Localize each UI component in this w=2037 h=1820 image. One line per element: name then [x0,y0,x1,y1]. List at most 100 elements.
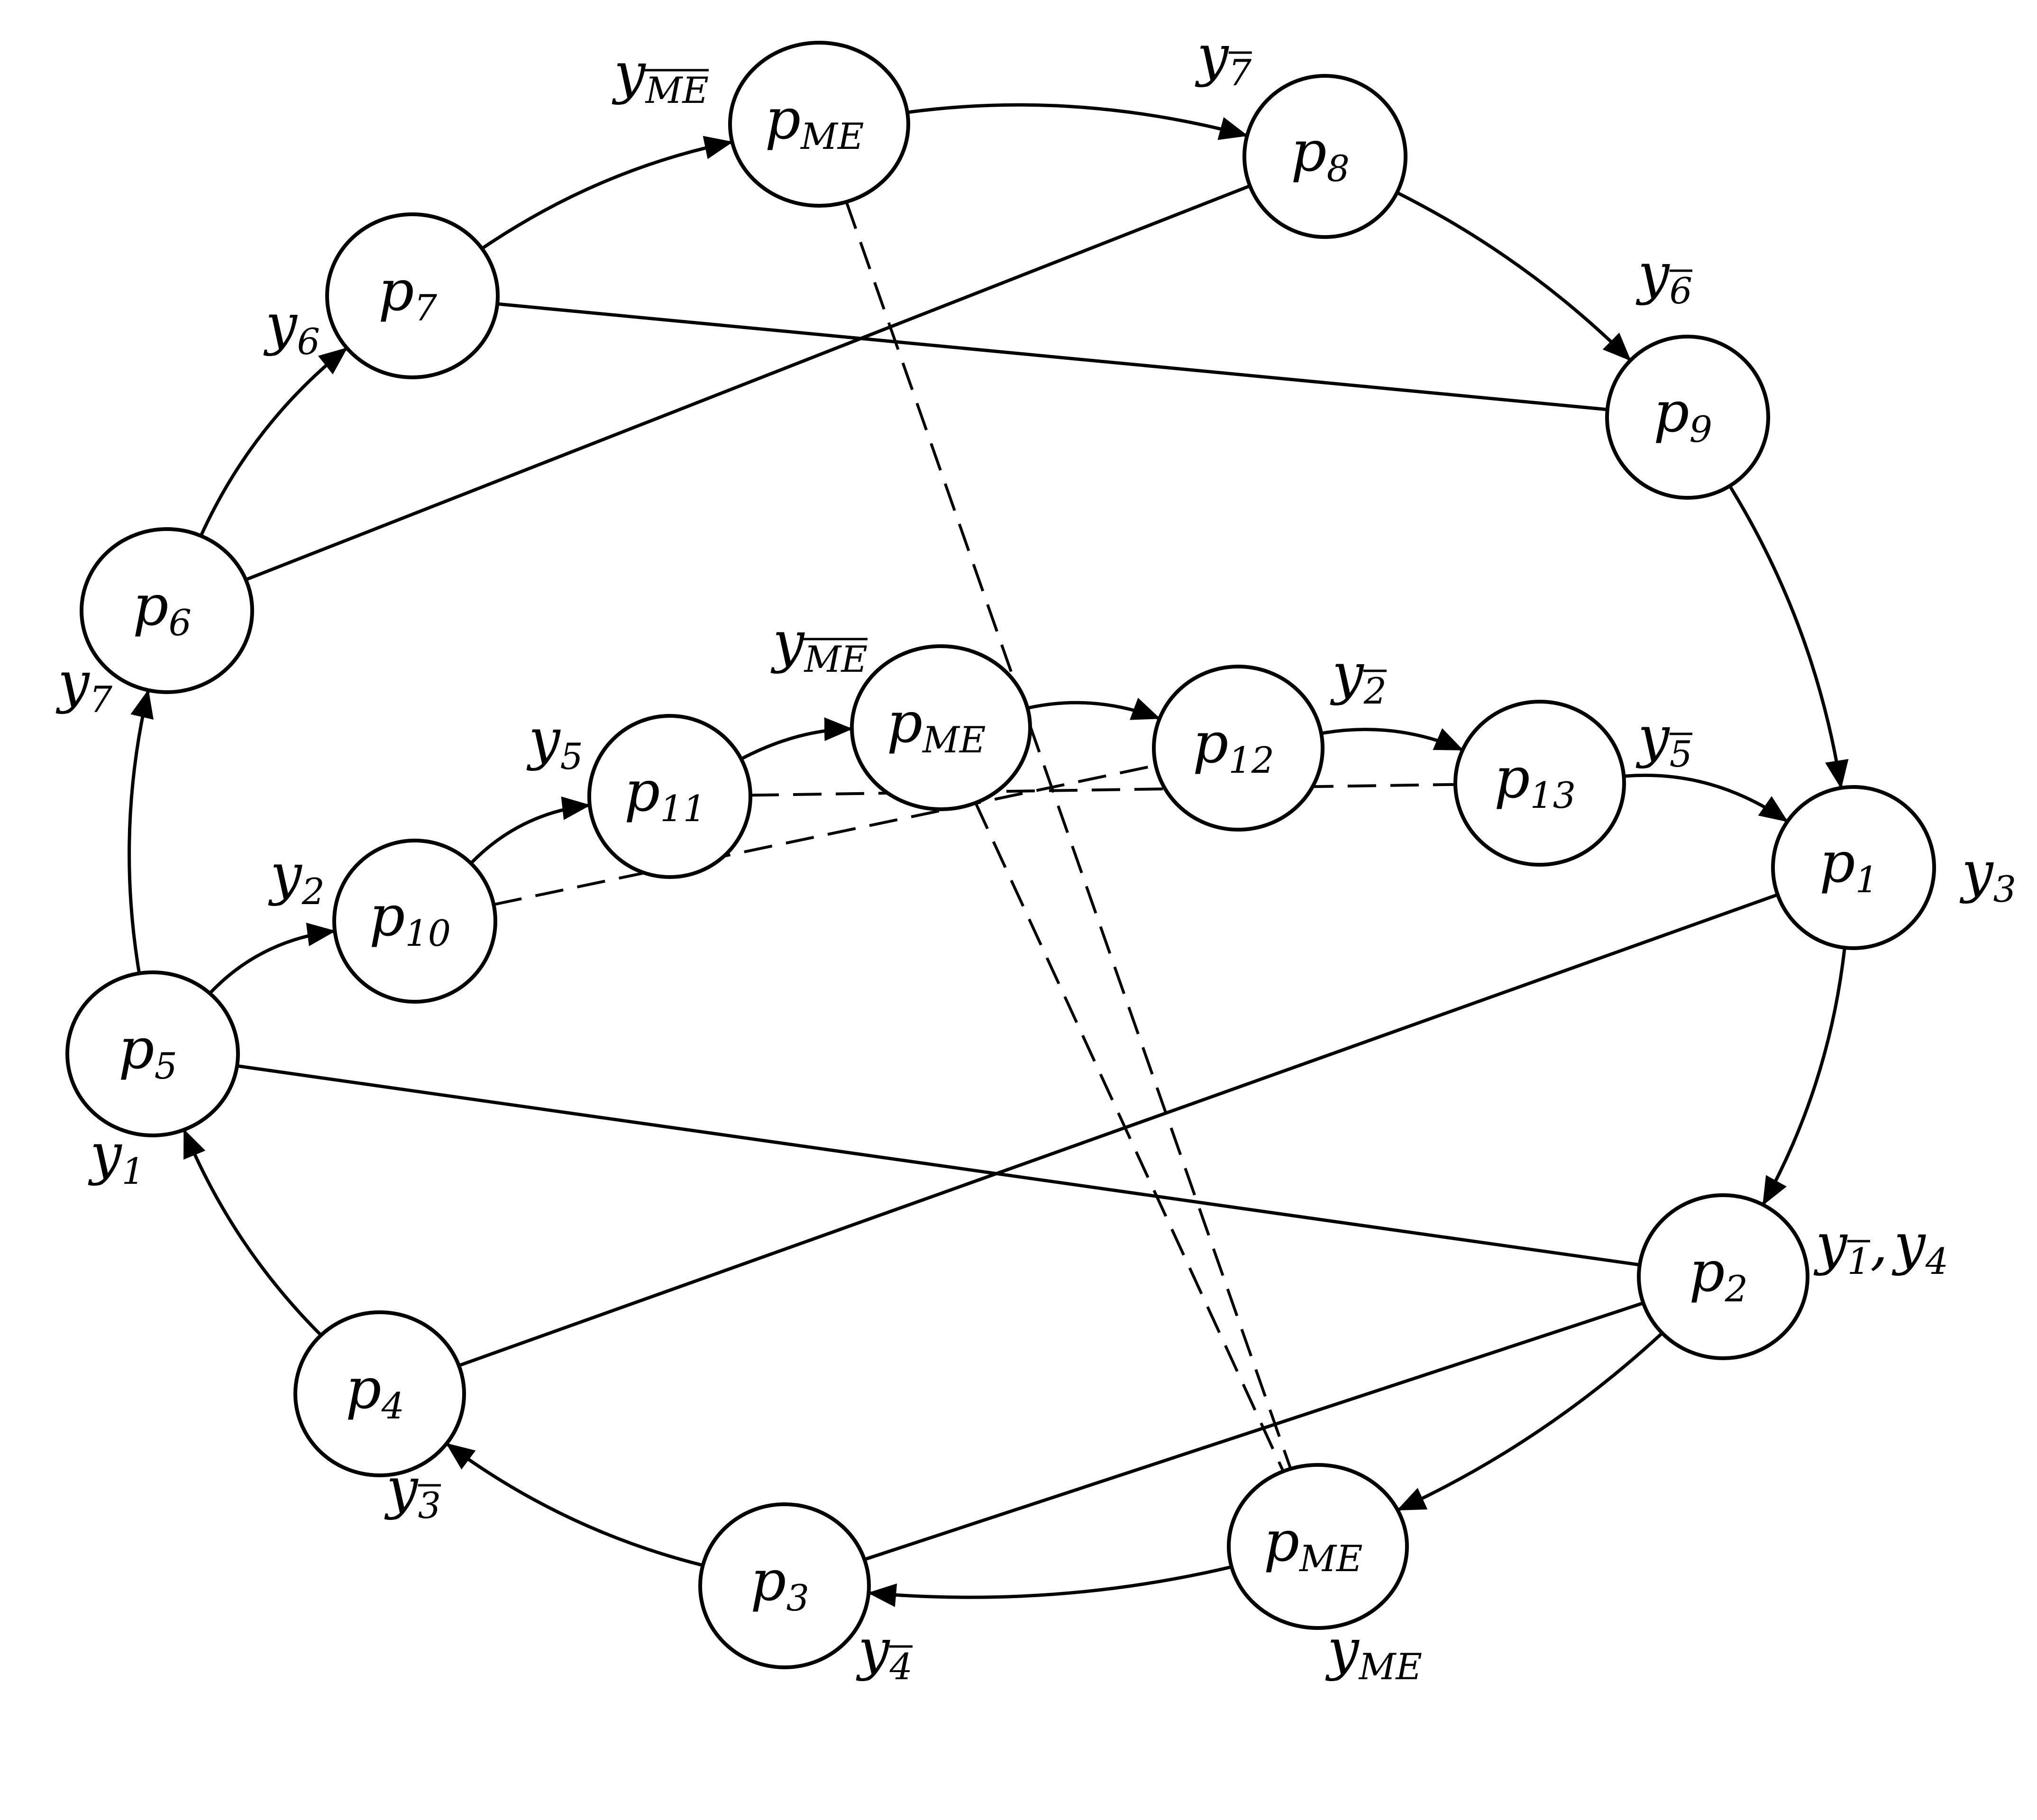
label-y_6bar: y6 [1635,241,1692,312]
edge-label: y2 [268,841,325,913]
node-circle [1637,1193,1809,1360]
edge-label: y4 [1891,1211,1948,1282]
node-label: p12 [1193,710,1274,781]
node-label: pME [1264,1509,1363,1580]
edge-p8-to-p9 [1396,191,1632,362]
node-label-subscript: 8 [1327,147,1350,190]
edge-label-separator: , [1870,1211,1888,1277]
edge-label: y6 [1635,241,1692,312]
node-label: p10 [369,883,451,954]
node-label-subscript: 4 [381,1385,404,1427]
node-label: p5 [119,1016,177,1087]
node-circle [1771,785,1936,950]
edge-p12-to-p13 [1321,728,1464,752]
label-y_3bar: y3 [384,1455,441,1527]
node-circle [587,714,752,879]
node-circle [850,644,1032,811]
edge-pME_top-to-p8 [907,103,1248,140]
edge-label-subscript: 2 [301,870,325,913]
node-label-main: p [765,86,801,152]
edge-pME_mid-to-pME_bot [974,802,1285,1472]
node-p12: p12 [1152,665,1325,832]
edge-label-subscript: 5 [1670,733,1692,775]
node-circle [65,970,240,1137]
edge-label-main: y [263,292,298,357]
edge-label-subscript: 1 [122,1150,145,1192]
edge-p2-to-pME_bot [1397,1332,1663,1512]
node-circle [80,527,254,694]
node-label-main: p [378,258,414,323]
edge-label-subscript: 7 [90,678,113,721]
edge-p11-to-pME_mid [740,717,853,760]
edge-label-subscript: ME [1358,1646,1422,1688]
edge-label-subscript: 6 [297,320,320,363]
node-label-subscript: 12 [1228,739,1274,781]
edge-label-main: y [1891,1211,1926,1277]
node-circle [325,212,500,379]
node-label-main: p [369,883,405,949]
edge-p10-to-p11 [469,796,591,865]
node-p11: p11 [587,714,752,879]
node-circle [728,41,910,208]
edge-label: y7 [1195,23,1252,94]
node-circle [1453,700,1626,867]
edge-p3-to-p4 [445,1442,703,1567]
node-label: p11 [624,759,706,830]
label-y_MEbar_top: yME [612,40,709,111]
node-circle [1605,335,1770,500]
edge-p6-to-p7 [199,347,348,537]
node-label-subscript: 10 [405,912,451,954]
node-label-main: p [119,1016,155,1081]
label-y_4bar: y4 [856,1617,913,1688]
edge-label: y3 [1959,839,2016,910]
label-y_1bar: y1, [1813,1211,1888,1282]
node-label: p13 [1494,745,1576,816]
edge-p11-to-p13 [750,783,1456,797]
edges-layer [128,103,1849,1607]
node-label-subscript: 2 [1725,1268,1748,1310]
node-p8: p8 [1242,74,1407,239]
label-y_7bar: y7 [1195,23,1252,94]
node-pME_mid: pME [850,644,1032,811]
node-label: p3 [750,1548,809,1619]
edge-label: y2 [1330,641,1387,712]
node-label: p6 [133,573,192,644]
edge-label: y7 [55,649,113,721]
label-y_3: y3 [1959,839,2016,910]
node-p4: p4 [293,1310,466,1477]
edge-p6-to-p8 [245,184,1251,581]
edge-label: yME [770,609,868,680]
edge-p4-to-p5 [182,1129,322,1336]
edge-label-main: y [1813,1211,1848,1277]
node-label: p1 [1819,830,1878,901]
edge-p1-to-p2 [1761,947,1846,1206]
edge-label-main: y [1635,241,1670,306]
node-label-subscript: ME [1298,1537,1362,1580]
label-y_ME_bot: yME [1325,1617,1422,1688]
node-p3: p3 [698,1502,871,1669]
edge-p13-to-p1 [1624,773,1789,823]
node-label-main: p [346,1356,382,1421]
edge-p3-to-p2 [864,1301,1644,1561]
node-circle [1242,74,1407,239]
node-label-main: p [750,1548,786,1613]
edge-label-subscript: 4 [1925,1240,1948,1282]
edge-p7-to-p9 [497,302,1608,412]
edge-p5-to-p6 [128,689,154,974]
label-y_7: y7 [55,649,113,721]
edge-label: y4 [856,1617,913,1688]
node-label-main: p [133,573,169,638]
node-p2: p2 [1637,1193,1809,1360]
node-label-subscript: 6 [169,602,192,644]
edge-label-subscript: 6 [1670,270,1692,312]
node-label: p7 [378,258,438,329]
edge-pME_bot-to-p3 [868,1565,1232,1607]
node-label-main: p [1494,745,1530,811]
edge-label-subscript: 7 [1229,52,1252,94]
node-label-subscript: 3 [786,1577,809,1619]
node-circle [698,1502,871,1669]
edge-label-main: y [1330,641,1364,706]
edge-label-main: y [55,649,90,715]
